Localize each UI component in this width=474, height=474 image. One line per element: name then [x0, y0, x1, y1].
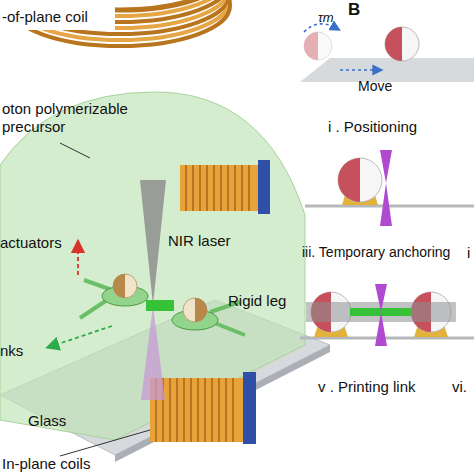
symbol-label: τm [318, 10, 334, 26]
part-label: Glass [28, 412, 66, 430]
microrobot [80, 274, 148, 318]
motion-arrow [77, 246, 79, 275]
step-label: vi. [452, 378, 467, 396]
nir-laser-cone [141, 305, 165, 400]
torque-arrow [304, 24, 336, 32]
part-label: actuators [0, 234, 62, 252]
sphere-robot [338, 158, 382, 202]
part-label: nks [0, 342, 23, 360]
leader-line [60, 430, 150, 456]
step-label: i [467, 244, 470, 262]
step-label: i . Positioning [328, 118, 417, 136]
in-plane-coil [180, 160, 270, 214]
part-label: NIR laser [168, 232, 231, 250]
part-label: In-plane coils [2, 455, 90, 473]
printed-link [146, 300, 174, 311]
panel-letter: B [348, 0, 360, 20]
label-backdrop [0, 0, 115, 30]
nir-laser-cone [140, 180, 166, 305]
sphere-robot [304, 32, 332, 60]
motion-arrow [52, 326, 112, 346]
leader-line [60, 143, 90, 158]
part-label: oton polymerizable precursor [2, 100, 142, 136]
in-plane-coil [150, 372, 256, 444]
substrate [305, 205, 474, 208]
part-label: -of-plane coil [2, 8, 88, 26]
sphere-robot [385, 27, 419, 61]
laser-beam [375, 284, 387, 346]
part-label: Rigid leg [228, 292, 286, 310]
precursor-dome [0, 92, 305, 440]
step-label: Move [358, 78, 392, 95]
step-label: v . Printing link [318, 378, 416, 396]
step-label: iii. Temporary anchoring [302, 244, 450, 261]
laser-beam [380, 150, 392, 226]
move-arrow [340, 69, 378, 71]
